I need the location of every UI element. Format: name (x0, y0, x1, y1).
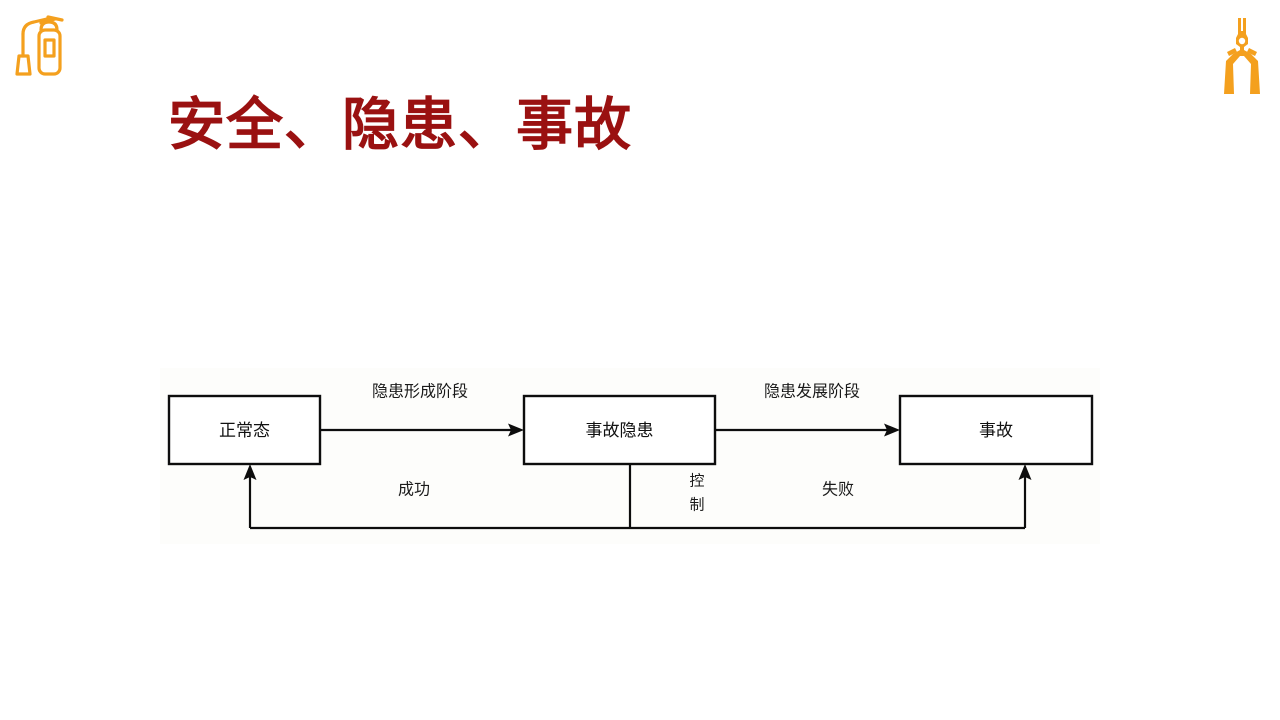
diagram-edge-failure-label: 失败 (822, 480, 854, 499)
diagram-node-accident-label: 事故 (979, 421, 1013, 441)
diagram-edge-formation-arrow (320, 423, 524, 437)
hazard-accident-flow-diagram: 正常态 事故隐患 事故 隐患形成阶段 隐患发展阶段 (160, 368, 1100, 544)
fire-extinguisher-icon (15, 15, 64, 76)
page-title: 安全、隐患、事故 (168, 92, 632, 158)
diagram-edge-formation-label: 隐患形成阶段 (372, 382, 468, 401)
diagram-node-hazard: 事故隐患 (522, 394, 717, 466)
diagram-control-label-char-1: 控 (689, 472, 704, 490)
diagram-control-label: 控 制 (689, 472, 704, 514)
diagram-node-hazard-label: 事故隐患 (586, 421, 654, 441)
diagram-edge-development-arrow (715, 423, 900, 437)
diagram-edge-development-label: 隐患发展阶段 (764, 382, 860, 401)
diagram-edge-success-label: 成功 (398, 480, 430, 499)
diagram-node-accident: 事故 (898, 394, 1094, 466)
pliers-icon (1224, 18, 1260, 94)
diagram-node-normal-label: 正常态 (219, 421, 270, 441)
diagram-control-label-char-2: 制 (689, 496, 704, 514)
diagram-edge-failure-arrow (1018, 464, 1032, 528)
diagram-edge-success-arrow (243, 464, 257, 528)
diagram-node-normal: 正常态 (167, 394, 322, 466)
